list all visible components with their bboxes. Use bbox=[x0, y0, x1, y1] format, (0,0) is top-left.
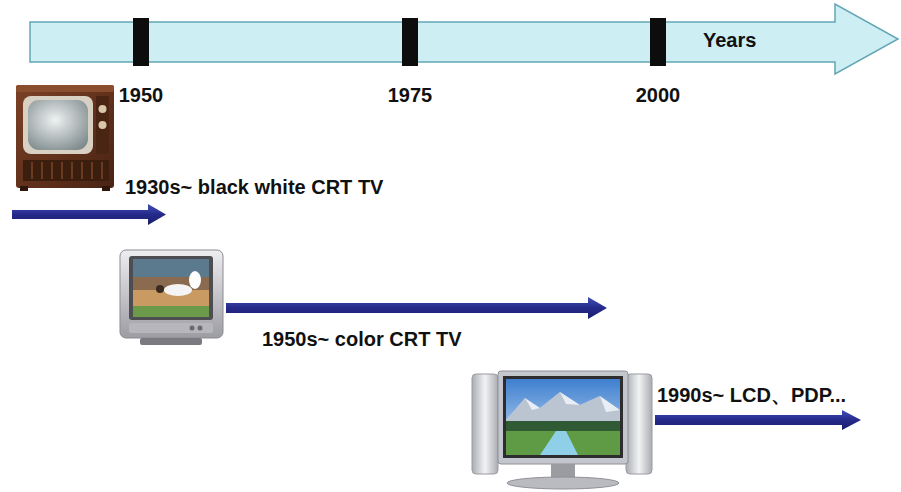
tv-grille-line bbox=[91, 162, 93, 179]
tv-screen bbox=[133, 259, 209, 317]
tv-control-strip bbox=[129, 323, 213, 333]
label-holder: 1950s~ color CRT TV bbox=[262, 328, 462, 351]
label-holder: 1975 bbox=[388, 84, 433, 107]
tv-leg bbox=[102, 186, 110, 191]
timeline-arrow-outline bbox=[30, 2, 899, 76]
tv-stand-base bbox=[507, 477, 619, 489]
tv-knob-panel bbox=[96, 96, 109, 154]
tv-frame bbox=[498, 371, 628, 464]
tv-cabinet-top bbox=[16, 85, 114, 92]
tv-speaker bbox=[472, 374, 498, 474]
year-label: 1950 bbox=[119, 84, 164, 107]
black-white-tv bbox=[16, 85, 114, 191]
tv-grille-line bbox=[51, 162, 53, 179]
year-label: 1975 bbox=[388, 84, 433, 107]
label-holder: 1950 bbox=[119, 84, 164, 107]
screen-forest bbox=[506, 421, 620, 431]
screen-mountain-shade bbox=[506, 392, 620, 425]
label-holder: 2000 bbox=[636, 84, 681, 107]
tv-grille-lines bbox=[32, 162, 102, 179]
screen-meadow bbox=[506, 431, 620, 455]
label-holder: 1930s~ black white CRT TV bbox=[125, 176, 383, 199]
screen-grass bbox=[133, 306, 209, 317]
year-tick bbox=[650, 18, 666, 66]
period-label: 1930s~ black white CRT TV bbox=[125, 176, 383, 199]
tv-screen bbox=[28, 100, 88, 150]
tv-body bbox=[120, 250, 223, 338]
tv-grille-line bbox=[71, 162, 73, 179]
period-arrow bbox=[226, 297, 607, 319]
tv-button bbox=[190, 326, 195, 331]
tv-bezel bbox=[503, 376, 623, 458]
tv-bezel bbox=[23, 96, 93, 154]
period-label: 1950s~ color CRT TV bbox=[262, 328, 462, 351]
tv-grille-line bbox=[61, 162, 63, 179]
tv-grille-line bbox=[81, 162, 83, 179]
color-crt-tv bbox=[120, 250, 223, 345]
tv-button bbox=[198, 326, 203, 331]
tv-base bbox=[140, 338, 202, 345]
tv-grille-line bbox=[41, 162, 43, 179]
tv-knob bbox=[99, 105, 107, 113]
tv-speaker-grille bbox=[23, 160, 109, 181]
label-holder: 1990s~ LCD、PDP... bbox=[657, 384, 846, 407]
tv-leg bbox=[20, 186, 28, 191]
screen-player bbox=[164, 284, 192, 296]
year-tick bbox=[402, 18, 418, 66]
period-arrow bbox=[12, 204, 166, 225]
tv-cabinet bbox=[16, 85, 114, 188]
tv-speaker bbox=[626, 374, 652, 474]
tv-grille-line bbox=[31, 162, 33, 179]
screen-river bbox=[540, 431, 578, 455]
tv-screen bbox=[506, 379, 620, 455]
year-label: 2000 bbox=[636, 84, 681, 107]
year-tick bbox=[133, 18, 149, 66]
period-arrow bbox=[655, 410, 861, 430]
tv-knob bbox=[99, 121, 107, 129]
tv-bezel bbox=[129, 256, 213, 320]
timeline-arrow-shape bbox=[30, 4, 898, 74]
timeline-arrow: Years bbox=[30, 2, 899, 76]
screen-player bbox=[189, 271, 201, 289]
flat-panel-tv bbox=[472, 371, 652, 489]
tv-grille-line bbox=[101, 162, 103, 179]
screen-mountains bbox=[506, 392, 620, 425]
period-label: 1990s~ LCD、PDP... bbox=[657, 384, 846, 407]
screen-player-head bbox=[156, 285, 164, 293]
axis-label: Years bbox=[703, 29, 756, 52]
